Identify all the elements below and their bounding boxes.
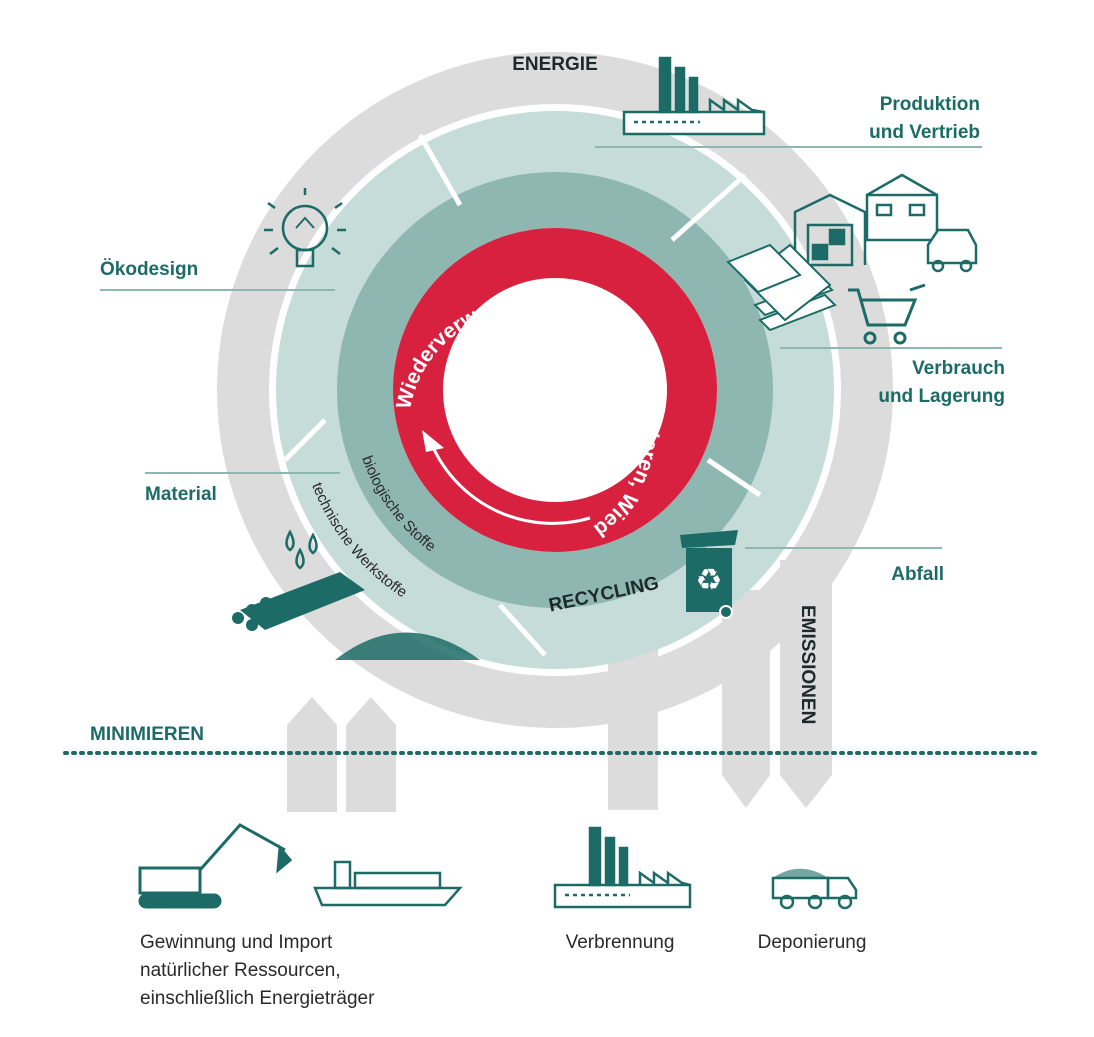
lightbulb-icon bbox=[264, 188, 346, 268]
excavator-icon bbox=[138, 823, 293, 909]
warehouse-and-house-icon bbox=[793, 173, 939, 267]
shopping-cart-icon bbox=[848, 283, 926, 345]
gewinnung-label-line3: einschließlich Energieträger bbox=[140, 988, 375, 1009]
minimieren-label: MINIMIEREN bbox=[90, 724, 204, 745]
landfill-truck-icon bbox=[771, 868, 858, 910]
verbrauch-label-line2: und Lagerung bbox=[878, 386, 1005, 407]
leader-lines bbox=[100, 146, 1002, 549]
produktion-label-line1: Produktion bbox=[880, 94, 980, 115]
paper-stack-icon bbox=[726, 243, 837, 332]
recycling-bin-icon: ♻ bbox=[680, 530, 738, 619]
inner-ring-arrow-line bbox=[430, 444, 591, 525]
emission-arrows bbox=[722, 560, 832, 808]
produktion-label-line2: und Vertrieb bbox=[869, 122, 980, 143]
factory-icon bbox=[622, 56, 766, 136]
oekodesign-label: Ökodesign bbox=[100, 259, 198, 280]
material-label: Material bbox=[145, 484, 217, 505]
outer-teal-ring bbox=[276, 111, 834, 669]
verbrauch-label-line1: Verbrauch bbox=[912, 358, 1005, 379]
inner-red-ring bbox=[393, 228, 717, 552]
gewinnung-label-line1: Gewinnung und Import bbox=[140, 932, 333, 953]
verbrennung-label: Verbrennung bbox=[566, 932, 675, 953]
segment-dividers bbox=[283, 133, 762, 657]
car-icon bbox=[926, 228, 978, 273]
water-drops-icon bbox=[285, 529, 318, 570]
middle-teal-ring bbox=[337, 172, 773, 608]
deponierung-label: Deponierung bbox=[758, 932, 867, 953]
incineration-factory-icon bbox=[553, 826, 692, 909]
energie-label: ENERGIE bbox=[512, 54, 598, 75]
abfall-label: Abfall bbox=[891, 564, 944, 585]
gewinnung-label-line2: natürlicher Ressourcen, bbox=[140, 960, 341, 981]
logs-icon bbox=[232, 572, 365, 631]
emissionen-label: EMISSIONEN bbox=[797, 605, 818, 724]
gravel-pile-icon bbox=[335, 632, 480, 660]
cargo-ship-icon bbox=[313, 860, 463, 907]
recycle-symbol-icon: ♻ bbox=[696, 564, 723, 597]
inner-ring-arrowhead bbox=[422, 430, 444, 452]
